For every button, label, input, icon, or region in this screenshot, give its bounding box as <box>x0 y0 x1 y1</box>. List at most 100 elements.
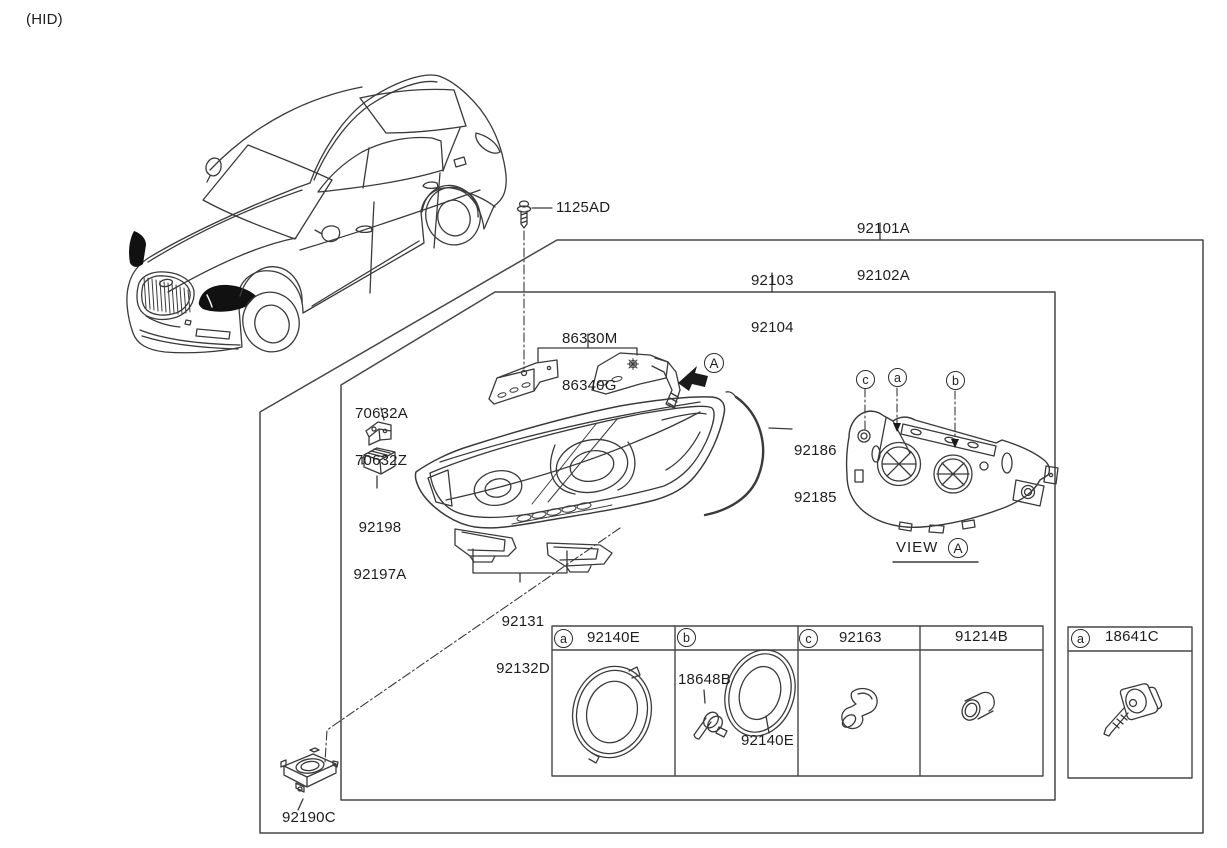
bulb-18648-base <box>715 726 728 738</box>
table-cell-a-part-label: 92140E <box>587 629 640 646</box>
headlamp-assy-part-line1: 92101A <box>857 220 910 237</box>
view-ref-circle: A <box>948 538 968 558</box>
variant-tag-label: (HID) <box>26 11 63 28</box>
screw-shaft <box>520 210 528 229</box>
turn-cap-spokes <box>936 462 970 486</box>
projector-lens-inner <box>569 449 615 483</box>
left-endcap-lines <box>427 469 453 507</box>
bushing-front-hole <box>964 702 978 718</box>
cap-a-inner <box>585 680 639 744</box>
left-bracket-holes <box>497 382 531 398</box>
gasket-strip-curve <box>703 395 765 517</box>
screw-drawing <box>516 200 532 229</box>
subassy-part-line2: 92104 <box>751 318 794 336</box>
part-bulb-18648-drawing <box>693 689 728 740</box>
main-table-lines <box>551 625 1044 777</box>
table-cell-b-bulb-label: 18648B <box>678 671 731 688</box>
side-cell-ref-circle: a <box>1071 629 1090 648</box>
wheel-arch-trims <box>239 184 479 304</box>
mount-tab-left <box>454 528 517 563</box>
retainer-body <box>361 447 396 475</box>
table-cell-b-ref-circle: b <box>677 628 696 647</box>
car-rear-glass <box>359 88 467 134</box>
strip-part-label: 92186 92185 <box>794 412 837 521</box>
bulb-18648-flange1 <box>703 711 719 729</box>
gasket-strip-end <box>725 391 737 398</box>
ballast-coil-outer <box>295 758 325 774</box>
turn-cap-outer <box>933 454 973 494</box>
callout-circle-c: c <box>856 370 875 389</box>
car-taillight <box>451 132 501 208</box>
front-wheel-outer <box>242 291 300 353</box>
lens-streaks <box>531 417 619 505</box>
left-bracket-tab-hole <box>546 365 552 371</box>
headlamp-assy-part-line2: 92102A <box>857 266 910 284</box>
car-headlamp-black-near <box>198 284 256 312</box>
hid-cap-outer <box>876 441 922 487</box>
cap-a-rim <box>575 669 649 755</box>
view-a-lower-screw-inner <box>1023 487 1033 497</box>
parts-table-grid <box>551 625 1193 779</box>
left-bracket-plate <box>488 359 559 405</box>
bracket-part-label: 86330M 86340G <box>562 300 617 409</box>
car-illustration <box>126 74 507 354</box>
callout-b-arrowhead <box>951 439 959 448</box>
ballast-part-label: 92190C <box>282 809 336 826</box>
car-side-glass <box>317 127 461 193</box>
screw-part-label: 1125AD <box>556 199 611 216</box>
side-bracket-part-label: 70632A 70632Z <box>355 375 408 484</box>
bulb-18648-leader <box>703 689 706 704</box>
arrow-ref-circle: A <box>704 353 724 373</box>
side-bracket-part-line1: 70632A <box>355 405 408 422</box>
retainer-92198-drawing <box>361 447 396 475</box>
ballast-drawing <box>280 747 339 793</box>
ballast-connector <box>295 782 305 793</box>
bracket-label-leaders <box>537 333 638 363</box>
table-cell-c-part-label: 92163 <box>839 629 882 646</box>
car-mirror-far <box>205 157 222 183</box>
headlamp-assembly-drawing <box>414 396 726 573</box>
side-bracket-part-line2: 70632Z <box>355 451 408 469</box>
clip-part-label: 92131 92132D <box>490 583 556 692</box>
right-bracket-star-hole <box>627 358 639 370</box>
rear-wheel-inner <box>437 199 471 237</box>
view-a-left-details <box>854 429 881 483</box>
cap-a-tabs <box>588 666 641 764</box>
right-bracket-slots <box>597 376 623 386</box>
side-bracket-leader <box>380 407 385 421</box>
headlamp-outer-outline <box>414 396 726 529</box>
view-a-right-details <box>979 452 1059 507</box>
view-direction-arrow <box>678 366 708 391</box>
bracket-70632-drawing <box>365 421 392 446</box>
view-a-bottom-tabs <box>898 519 976 534</box>
subassy-part-label: 92103 92104 <box>751 242 794 351</box>
headlamp-top-accent <box>439 401 701 463</box>
table-cell-b-cap-label: 92140E <box>741 732 794 749</box>
corner-reflector-lines <box>661 412 707 471</box>
bushing-front-face <box>961 699 981 721</box>
callout-circle-b: b <box>946 371 965 390</box>
ballast-box <box>280 747 339 788</box>
table-cell-c-ref-circle: c <box>799 629 818 648</box>
car-grille-slats <box>143 276 191 315</box>
car-headlamp-slit <box>206 294 213 308</box>
left-bracket-pilot-hole <box>520 369 528 377</box>
strip-part-line1: 92186 <box>794 442 837 459</box>
car-door-handles <box>355 156 467 234</box>
rear-wheel-outer <box>425 186 481 246</box>
car-wheels <box>239 184 481 353</box>
cap-b-inner <box>738 665 782 721</box>
car-roof-drip-line <box>209 80 438 181</box>
side-table-border <box>1067 626 1193 779</box>
retainer-part-line2: 92197A <box>353 565 407 583</box>
bracket-86330-drawing <box>488 352 681 409</box>
clip-leaders <box>472 548 568 583</box>
led-strip <box>511 502 613 525</box>
headlamp-assy-part-label: 92101A 92102A <box>857 190 910 299</box>
screw-head-top <box>518 200 530 208</box>
bracket-70632-hole1 <box>371 426 377 432</box>
subassy-part-line1: 92103 <box>751 272 794 289</box>
view-a-top-bar <box>900 423 997 457</box>
inner-assembly-box <box>340 291 1056 801</box>
